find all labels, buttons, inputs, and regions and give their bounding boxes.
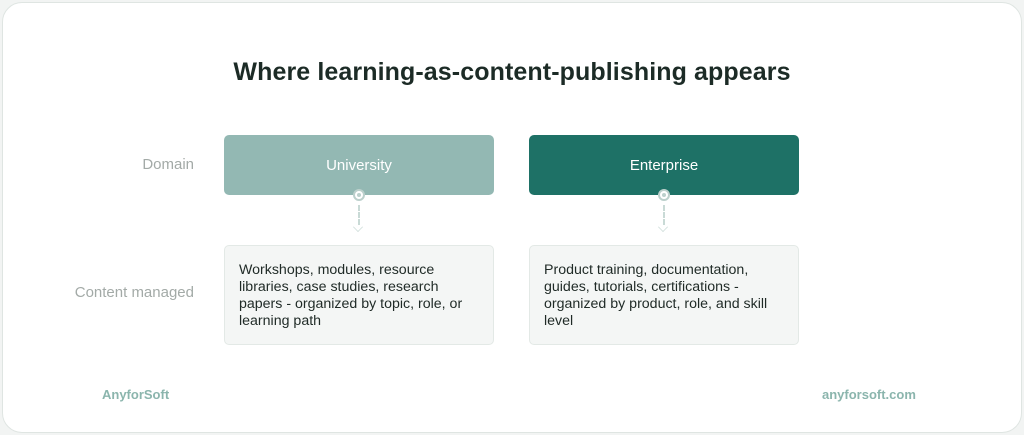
arrow-down-icon: [658, 222, 668, 232]
domain-enterprise-box: Enterprise: [529, 135, 799, 195]
content-university-box: Workshops, modules, resource libraries, …: [224, 245, 494, 345]
domain-enterprise-label: Enterprise: [629, 156, 699, 174]
row-label-domain: Domain: [142, 156, 194, 173]
arrow-down-icon: [353, 222, 363, 232]
connector-enterprise: [654, 189, 674, 239]
domain-university-label: University: [326, 156, 392, 174]
connector-dashed-line: [663, 205, 665, 225]
row-label-content-managed: Content managed: [74, 284, 194, 301]
domain-university-box: University: [224, 135, 494, 195]
connector-dashed-line: [358, 205, 360, 225]
footer-brand: AnyforSoft: [102, 387, 170, 402]
connector-dot-icon: [658, 189, 670, 201]
footer-website: anyforsoft.com: [822, 387, 916, 402]
content-enterprise-box: Product training, documentation, guides,…: [529, 245, 799, 345]
connector-university: [349, 189, 369, 239]
content-university-text: Workshops, modules, resource libraries, …: [239, 262, 463, 329]
diagram-title: Where learning-as-content-publishing app…: [233, 58, 791, 86]
content-enterprise-text: Product training, documentation, guides,…: [544, 262, 768, 329]
connector-dot-icon: [353, 189, 365, 201]
